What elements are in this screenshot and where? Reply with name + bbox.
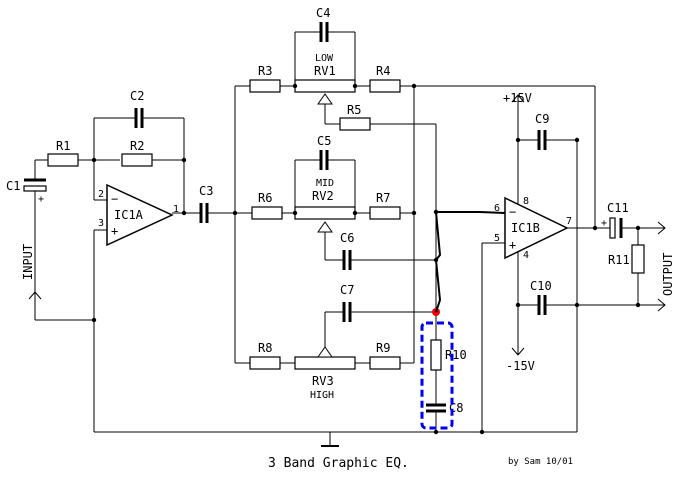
vpos-label: +15V: [503, 91, 532, 105]
r7-resistor: [369, 206, 401, 220]
diagram-title: 3 Band Graphic EQ.: [268, 456, 409, 471]
ic1a-minus: −: [111, 192, 118, 206]
ic1a-pin3: 3: [98, 218, 104, 229]
input-arrow: [28, 291, 42, 300]
c9-label: C9: [535, 112, 549, 126]
ic1b-stage: IC1B − + 6 5 8 4 7 +15V -15V C9 C10: [434, 86, 596, 432]
ic1a-opamp: [106, 183, 174, 247]
output-stage: + C11 R11 OUTPUT: [567, 201, 675, 312]
r9-resistor: [369, 356, 401, 370]
high-band: R8 RV3 HIGH R9 C7: [235, 86, 436, 401]
ic1b-plus: +: [509, 238, 516, 252]
ic1a-pin2: 2: [98, 189, 104, 200]
c2-label: C2: [130, 89, 144, 103]
ground-bus: [94, 431, 577, 447]
c7-label: C7: [340, 283, 354, 297]
ic1b-opamp: [504, 196, 569, 260]
ic1b-pin7: 7: [566, 216, 572, 227]
rv3-pot: [294, 356, 356, 370]
r8-label: R8: [258, 341, 272, 355]
ic1b-pin8: 8: [523, 196, 529, 207]
rv3-wiper: [317, 346, 333, 358]
vneg-arrow: [511, 347, 525, 356]
c11-label: C11: [607, 201, 629, 215]
r3-label: R3: [258, 64, 272, 78]
rv3-text-a: RV3: [312, 374, 334, 388]
ic1a-stage: IC1A − + 2 3 1 C2 R2 C3: [93, 89, 235, 432]
rv3-text-b: HIGH: [310, 390, 334, 401]
c11-plus: +: [601, 218, 607, 229]
c10-label: C10: [530, 279, 552, 293]
rv1-text-a: LOW: [315, 53, 334, 64]
vneg-label: -15V: [506, 359, 535, 373]
r1-resistor: [47, 153, 79, 167]
r4-label: R4: [376, 64, 390, 78]
r5-label: R5: [347, 103, 361, 117]
highlight-box: [420, 321, 454, 430]
r5-resistor: [339, 117, 371, 131]
r10-resistor: [430, 339, 442, 371]
credit-text: by Sam 10/01: [508, 457, 573, 467]
c1-plate-bottom: [23, 185, 47, 192]
c1-plus: +: [38, 194, 44, 205]
mid-band: R6 MID RV2 C5 R7 C6: [235, 134, 436, 270]
ic1b-label: IC1B: [511, 221, 540, 235]
r8-resistor: [249, 356, 281, 370]
r11-label: R11: [608, 253, 630, 267]
rv1-pot: [294, 79, 356, 93]
input-label: INPUT: [21, 244, 35, 280]
r10-label: R10: [445, 348, 467, 362]
junctions: [91, 83, 641, 435]
c6-label: C6: [340, 231, 354, 245]
output-arrow-bottom: [657, 298, 666, 312]
ic1a-plus: +: [111, 224, 118, 238]
rv2-wiper: [317, 221, 333, 233]
r9-label: R9: [376, 341, 390, 355]
rv1-text-b: RV1: [314, 64, 336, 78]
c11-plate-left: [609, 217, 616, 239]
r2-resistor: [121, 153, 153, 167]
output-arrow-top: [657, 221, 666, 235]
r1-label: R1: [56, 139, 70, 153]
r6-label: R6: [258, 191, 272, 205]
r7-label: R7: [376, 191, 390, 205]
r4-resistor: [369, 79, 401, 93]
ic1b-pin6: 6: [494, 203, 500, 214]
c3-label: C3: [199, 184, 213, 198]
input-stage: + C1 R1 INPUT: [6, 139, 120, 321]
ic1b-pin5: 5: [494, 233, 500, 244]
ic1b-pin4: 4: [523, 250, 529, 261]
c4-label: C4: [316, 6, 330, 20]
low-band: R3 LOW RV1 C4 R4 R5: [234, 6, 595, 363]
r2-label: R2: [130, 139, 144, 153]
ic1b-minus: −: [509, 205, 516, 219]
rv2-pot: [294, 206, 356, 220]
r6-resistor: [251, 206, 283, 220]
rv2-text-a: MID: [316, 178, 334, 189]
r3-resistor: [249, 79, 281, 93]
rv1-wiper: [317, 93, 333, 105]
ic1a-label: IC1A: [114, 208, 144, 222]
rv2-text-b: RV2: [312, 189, 334, 203]
vpos-arrow: [511, 94, 525, 103]
ic1a-pin1: 1: [173, 204, 179, 215]
c5-label: C5: [317, 134, 331, 148]
r11-resistor: [631, 244, 645, 274]
output-label: OUTPUT: [661, 253, 675, 296]
c1-label: C1: [6, 179, 20, 193]
r10-c8-network: R10 C8: [420, 212, 467, 432]
